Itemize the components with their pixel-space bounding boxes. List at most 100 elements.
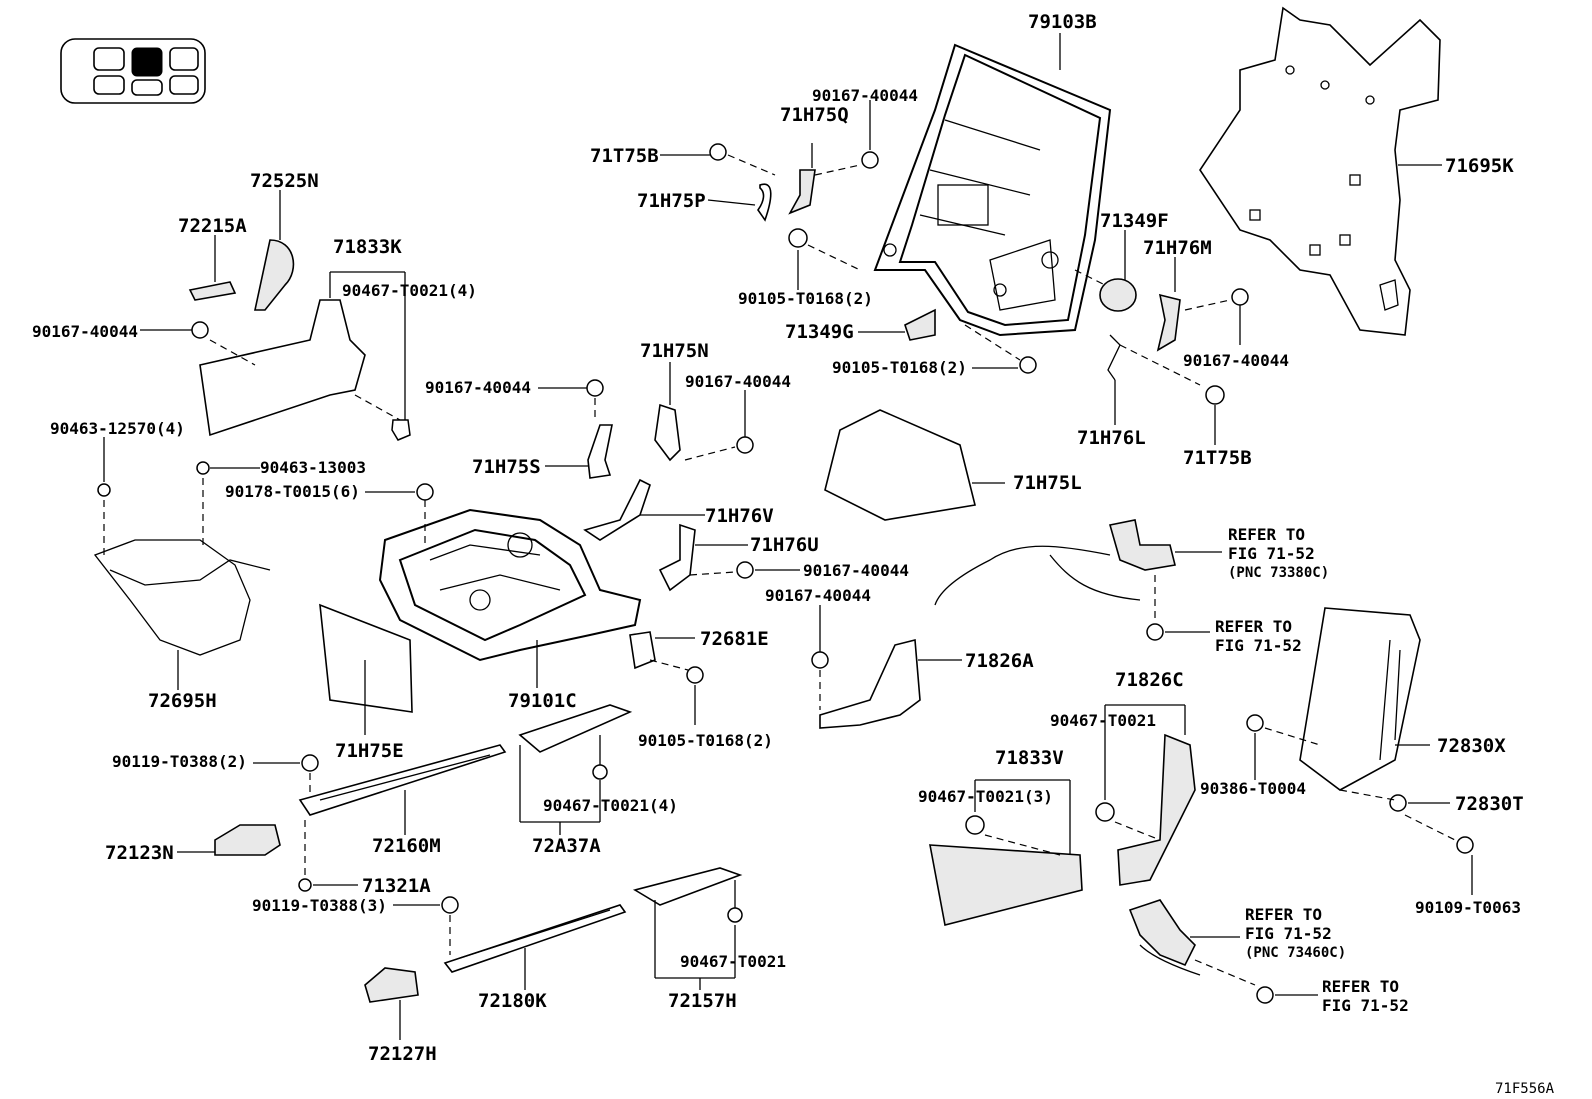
seatback-frame-79103B-drawing (873, 43, 1112, 337)
refer-text: FIG 71-52 (1322, 996, 1409, 1015)
label-72123N: 72123N (105, 842, 174, 864)
seat-cell (93, 47, 125, 71)
label-72157H: 72157H (668, 990, 737, 1012)
label-71349G: 71349G (785, 321, 854, 343)
label-90105-T0168-2-bot: 90105-T0168(2) (638, 731, 773, 750)
harness-73380C-drawing (934, 519, 1222, 641)
bolt-icon (1146, 623, 1164, 641)
label-71H76M: 71H76M (1143, 237, 1212, 259)
label-90467-T0021-4-bot: 90467-T0021(4) (543, 796, 678, 815)
bracket-71H76U-drawing (658, 523, 696, 592)
bolt-icon (861, 151, 879, 169)
refer-text: REFER TO (1228, 525, 1305, 544)
diagram-id: 71F556A (1495, 1081, 1555, 1097)
label-71H75P: 71H75P (637, 190, 706, 212)
label-90167-40044: 90167-40044 (812, 86, 918, 105)
label-72180K: 72180K (478, 990, 547, 1012)
seat-position-selector-icon (60, 38, 206, 104)
clip-icon (1095, 802, 1115, 822)
label-79103B: 79103B (1028, 11, 1097, 33)
bolt-icon (191, 321, 209, 339)
clip-71H75P-drawing (757, 183, 772, 222)
label-72215A: 72215A (178, 215, 247, 237)
cover-72127H-drawing (364, 967, 419, 1003)
label-90105-T0168-2-mid: 90105-T0168(2) (832, 358, 967, 377)
label-72695H: 72695H (148, 690, 217, 712)
label-71H75Q: 71H75Q (780, 104, 849, 126)
upper-center-fasteners (660, 100, 1137, 374)
label-79101C: 79101C (508, 690, 577, 712)
clip-icon (965, 815, 985, 835)
label-71349F: 71349F (1100, 210, 1169, 232)
cover-71H76M-drawing (1156, 293, 1181, 352)
refer-text: (PNC 73460C) (1245, 945, 1346, 961)
bolt-icon (1256, 986, 1274, 1004)
bolt-icon (586, 379, 604, 397)
label-90167-40044-c4: 90167-40044 (765, 586, 871, 605)
label-72A37A: 72A37A (532, 835, 601, 857)
label-90109-T0063: 90109-T0063 (1415, 898, 1521, 917)
label-71695K: 71695K (1445, 155, 1514, 177)
label-90463-12570-4: 90463-12570(4) (50, 419, 185, 438)
cover-71349F-drawing (1099, 278, 1137, 312)
washer-icon (1389, 794, 1407, 812)
refer-text: REFER TO (1322, 977, 1399, 996)
bolt-icon (416, 483, 434, 501)
clip-icon (391, 419, 411, 441)
lever-72525N-drawing (254, 239, 295, 311)
refer-text: FIG 71-52 (1215, 636, 1302, 655)
label-71H75S: 71H75S (472, 456, 541, 478)
label-90467-T0021-3: 90467-T0021(3) (918, 787, 1053, 806)
label-90178-T0015-6: 90178-T0015(6) (225, 482, 360, 501)
refer-text: FIG 71-52 (1228, 544, 1315, 563)
bolt-icon (709, 143, 727, 161)
upper-right-fasteners (1107, 257, 1249, 445)
label-72681E: 72681E (700, 628, 769, 650)
label-72830T: 72830T (1455, 793, 1524, 815)
cover-71826A-drawing (819, 638, 921, 729)
bolt-icon (736, 561, 754, 579)
cover-71H75L-drawing (824, 409, 976, 521)
seat-cell (93, 75, 125, 95)
bolt-icon (811, 651, 829, 669)
refer-text: REFER TO (1245, 905, 1322, 924)
label-90463-13003: 90463-13003 (260, 458, 366, 477)
label-90167-40044-c2: 90167-40044 (425, 378, 531, 397)
bolt-icon (1456, 836, 1474, 854)
bracket-72681E-drawing (629, 631, 656, 670)
label-90167-40044-right: 90167-40044 (1183, 351, 1289, 370)
bolt-icon (788, 228, 808, 248)
label-90119-T0388-2: 90119-T0388(2) (112, 752, 247, 771)
label-90167-40044-c3: 90167-40044 (803, 561, 909, 580)
bolt-icon (1019, 356, 1037, 374)
label-71833K: 71833K (333, 236, 402, 258)
track-72180K-drawing (364, 896, 627, 1040)
refer-to-blocks: REFER TO FIG 71-52 (PNC 73380C) REFER TO… (1215, 525, 1409, 1015)
center-brackets (538, 362, 800, 725)
label-71T75B-right: 71T75B (1183, 447, 1252, 469)
label-90467-T0021-4: 90467-T0021(4) (342, 281, 477, 300)
cover-72A37A-drawing (518, 704, 633, 835)
clip-icon (592, 764, 608, 780)
bolt-icon (1231, 288, 1249, 306)
bolt-icon (301, 754, 319, 772)
seat-cell (131, 79, 163, 96)
label-72160M: 72160M (372, 835, 441, 857)
cover-71H75Q-drawing (788, 169, 816, 215)
panel-71H75E-drawing (319, 603, 413, 713)
washer-icon (298, 878, 312, 892)
shield-71833K-drawing (199, 299, 366, 437)
cushion-frame-79101C-drawing (365, 483, 642, 688)
label-71833V: 71833V (995, 747, 1064, 769)
clip-icon (97, 483, 111, 497)
refer-text: FIG 71-52 (1245, 924, 1332, 943)
knob-72215A-drawing (188, 281, 237, 301)
label-71H75E: 71H75E (335, 740, 404, 762)
label-71H75N: 71H75N (640, 340, 709, 362)
label-71T75B: 71T75B (590, 145, 659, 167)
seat-cell (169, 47, 199, 71)
harness-72695H-drawing (93, 437, 271, 690)
label-90119-T0388-3: 90119-T0388(3) (252, 896, 387, 915)
clip-71H76L-drawing (1107, 334, 1121, 381)
